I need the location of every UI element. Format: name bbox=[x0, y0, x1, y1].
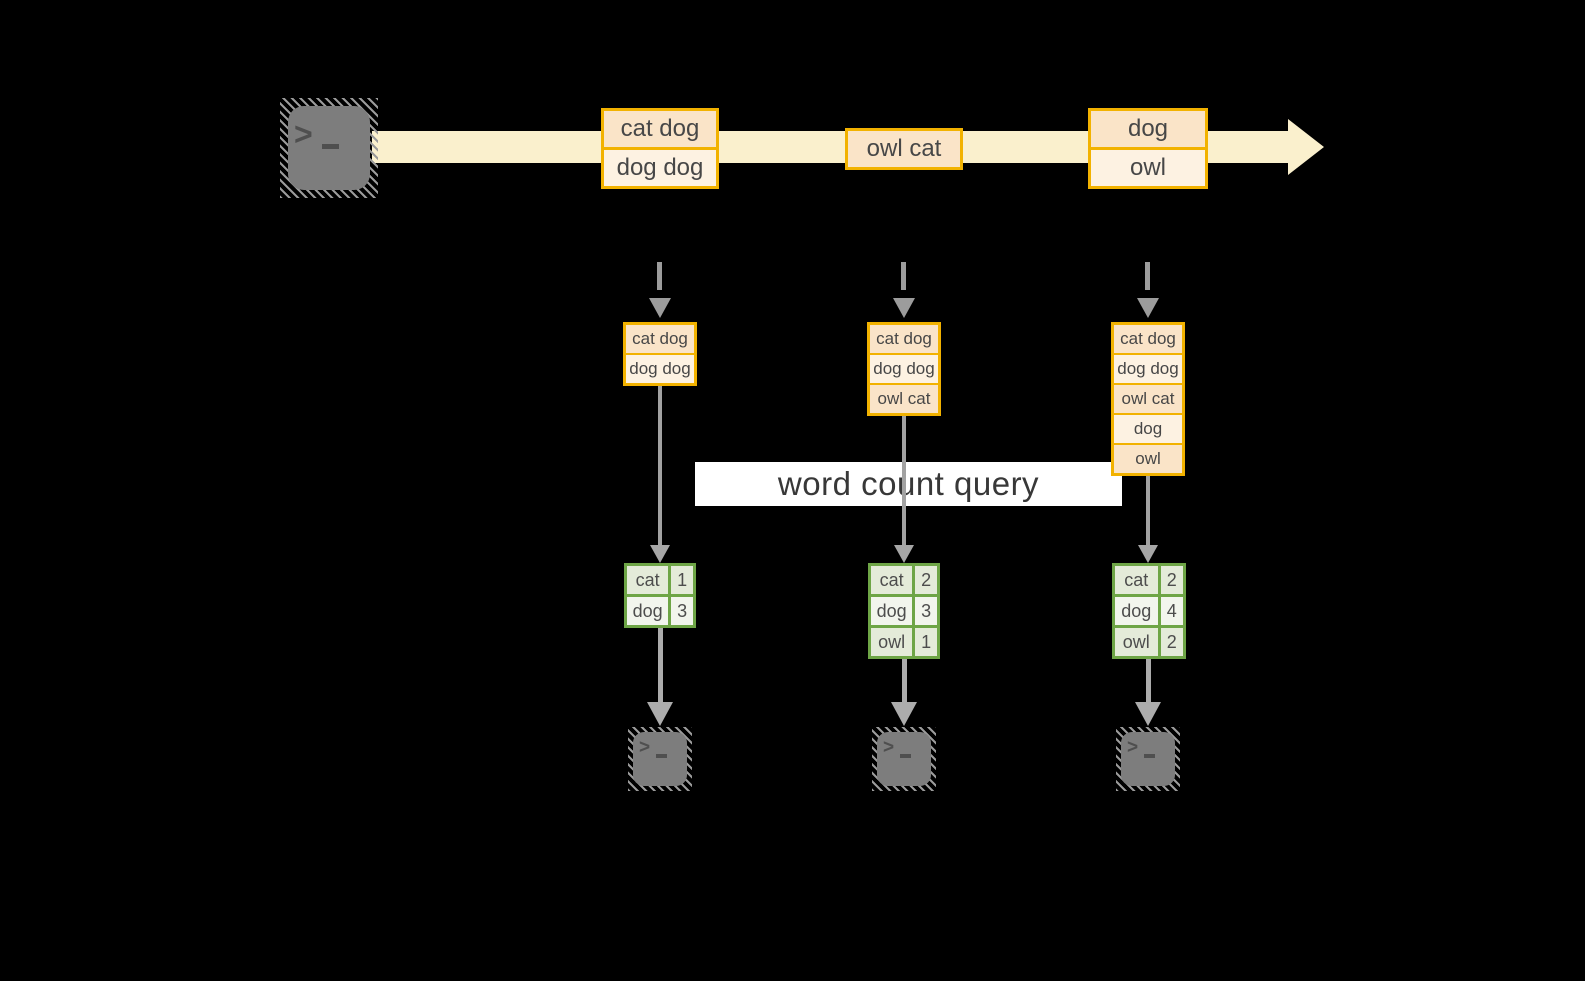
word-cell: cat bbox=[627, 566, 669, 594]
stack-row: cat dog bbox=[626, 325, 694, 353]
table-row: dog 3 bbox=[627, 597, 693, 625]
word-cell: cat bbox=[871, 566, 913, 594]
sink-arrowhead-icon-2 bbox=[891, 702, 917, 726]
word-count-query-banner: word count query bbox=[695, 462, 1122, 506]
stream-box-3: dog owl bbox=[1088, 108, 1208, 189]
dashed-arrowhead-icon-1 bbox=[649, 298, 671, 318]
word-cell: cat bbox=[1115, 566, 1158, 594]
word-cell: dog bbox=[1115, 597, 1158, 625]
table-row: owl 2 bbox=[1115, 628, 1183, 656]
table-row: cat 2 bbox=[871, 566, 937, 594]
word-cell: dog bbox=[627, 597, 669, 625]
stack-row: dog dog bbox=[870, 355, 938, 383]
table-row: owl 1 bbox=[871, 628, 937, 656]
terminal-body bbox=[633, 732, 687, 786]
count-cell: 1 bbox=[915, 628, 937, 656]
window-stack-3: cat dog dog dog owl cat dog owl bbox=[1111, 322, 1185, 476]
word-cell: dog bbox=[871, 597, 913, 625]
prompt-chevron-icon: > bbox=[883, 737, 895, 758]
sink-arrowhead-icon-1 bbox=[647, 702, 673, 726]
arrowhead-icon-table-1 bbox=[650, 545, 670, 563]
sink-arrowhead-icon-3 bbox=[1135, 702, 1161, 726]
table-row: dog 3 bbox=[871, 597, 937, 625]
stream-arrowhead-icon bbox=[1288, 119, 1324, 175]
prompt-underscore-icon bbox=[900, 754, 911, 758]
count-cell: 2 bbox=[1160, 566, 1183, 594]
stack-row: cat dog bbox=[870, 325, 938, 353]
sink-terminal-icon-3: > bbox=[1116, 727, 1180, 791]
count-cell: 2 bbox=[1160, 628, 1183, 656]
banner-label: word count query bbox=[777, 465, 1040, 502]
count-cell: 4 bbox=[1160, 597, 1183, 625]
dashed-arrow-line-1 bbox=[657, 262, 662, 290]
table-row: cat 2 bbox=[1115, 566, 1183, 594]
sink-arrow-line-3 bbox=[1146, 659, 1151, 702]
sink-terminal-icon-2: > bbox=[872, 727, 936, 791]
sink-terminal-icon-1: > bbox=[628, 727, 692, 791]
sink-arrow-line-2 bbox=[902, 659, 907, 702]
stream-box-row: cat dog bbox=[604, 111, 716, 147]
stack-row: owl cat bbox=[1114, 385, 1182, 413]
stack-row: dog dog bbox=[626, 355, 694, 383]
arrowhead-icon-table-3 bbox=[1138, 545, 1158, 563]
table-row: dog 4 bbox=[1115, 597, 1183, 625]
stream-box-2: owl cat bbox=[845, 128, 963, 170]
word-cell: owl bbox=[871, 628, 913, 656]
stream-box-row: owl cat bbox=[848, 131, 960, 167]
terminal-body bbox=[877, 732, 931, 786]
connector-line-2 bbox=[902, 416, 906, 545]
table-row: cat 1 bbox=[627, 566, 693, 594]
count-cell: 3 bbox=[671, 597, 693, 625]
word-cell: owl bbox=[1115, 628, 1158, 656]
prompt-underscore-icon bbox=[322, 144, 339, 149]
dashed-arrowhead-icon-3 bbox=[1137, 298, 1159, 318]
stream-box-1: cat dog dog dog bbox=[601, 108, 719, 189]
count-cell: 1 bbox=[671, 566, 693, 594]
prompt-chevron-icon: > bbox=[294, 116, 313, 152]
source-terminal-icon: > bbox=[280, 98, 378, 198]
window-stack-2: cat dog dog dog owl cat bbox=[867, 322, 941, 416]
dashed-arrowhead-icon-2 bbox=[893, 298, 915, 318]
sink-arrow-line-1 bbox=[658, 628, 663, 702]
stream-box-row: dog bbox=[1091, 111, 1205, 147]
stream-box-row: owl bbox=[1091, 150, 1205, 186]
stack-row: owl bbox=[1114, 445, 1182, 473]
count-cell: 3 bbox=[915, 597, 937, 625]
prompt-underscore-icon bbox=[1144, 754, 1155, 758]
prompt-chevron-icon: > bbox=[639, 737, 651, 758]
connector-line-3 bbox=[1146, 476, 1150, 545]
dashed-arrow-line-3 bbox=[1145, 262, 1150, 290]
dashed-arrow-line-2 bbox=[901, 262, 906, 290]
count-table-3: cat 2 dog 4 owl 2 bbox=[1112, 563, 1186, 659]
count-cell: 2 bbox=[915, 566, 937, 594]
arrowhead-icon-table-2 bbox=[894, 545, 914, 563]
prompt-underscore-icon bbox=[656, 754, 667, 758]
count-table-2: cat 2 dog 3 owl 1 bbox=[868, 563, 940, 659]
terminal-body bbox=[1121, 732, 1175, 786]
stack-row: cat dog bbox=[1114, 325, 1182, 353]
window-stack-1: cat dog dog dog bbox=[623, 322, 697, 386]
prompt-chevron-icon: > bbox=[1127, 737, 1139, 758]
connector-line-1 bbox=[658, 386, 662, 545]
count-table-1: cat 1 dog 3 bbox=[624, 563, 696, 628]
stack-row: dog dog bbox=[1114, 355, 1182, 383]
stack-row: dog bbox=[1114, 415, 1182, 443]
stream-box-row: dog dog bbox=[604, 150, 716, 186]
stack-row: owl cat bbox=[870, 385, 938, 413]
